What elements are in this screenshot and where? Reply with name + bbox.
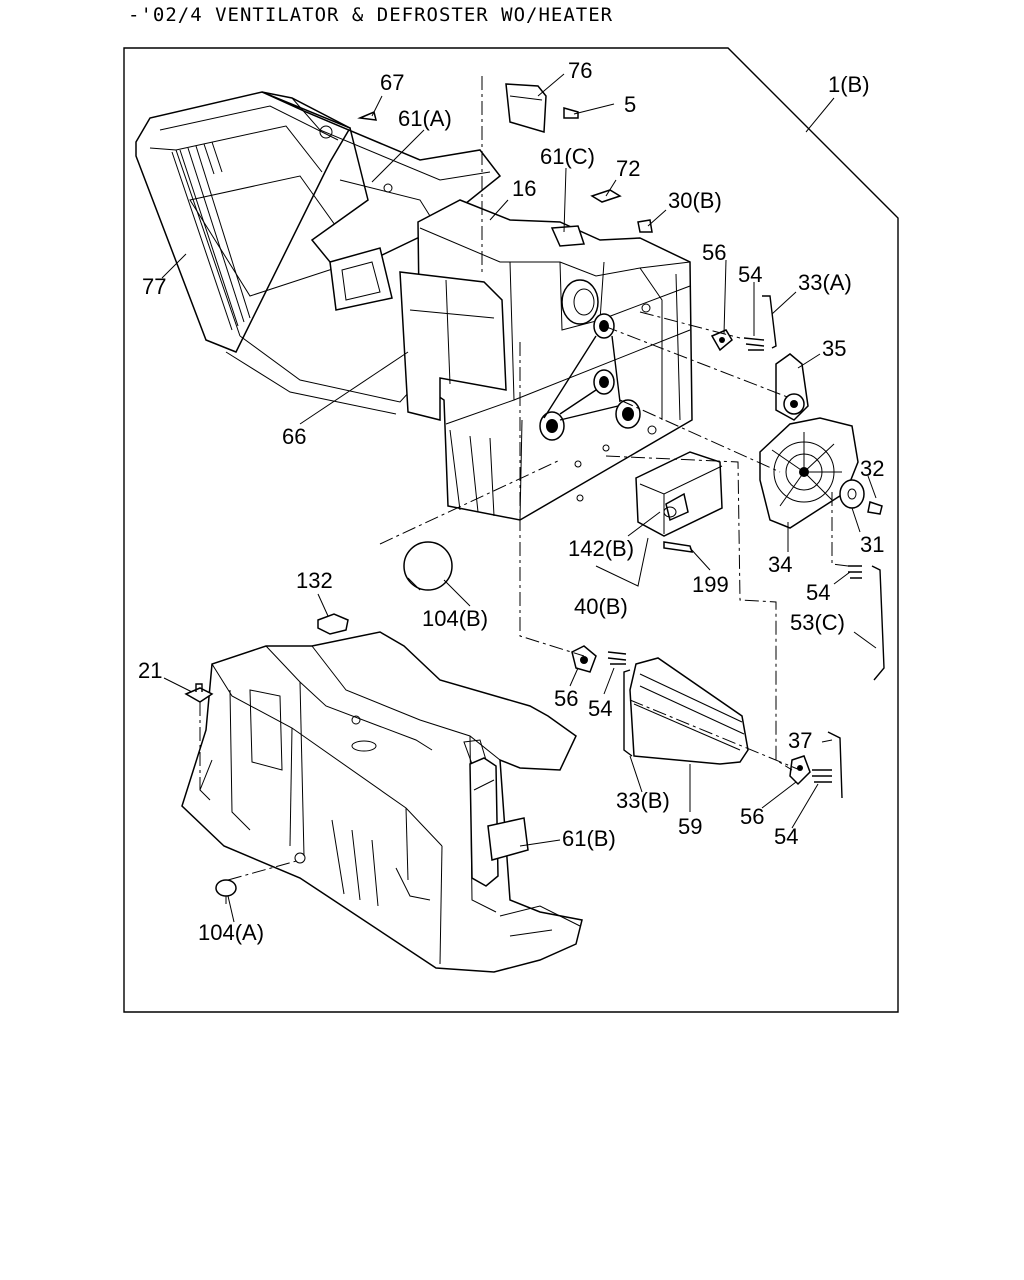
part-77-filter-frame (135, 91, 421, 415)
part-199-screw (663, 541, 694, 553)
callout-34: 34 (768, 552, 792, 577)
part-54-spring-upper (743, 337, 765, 351)
callout-30b: 30(B) (668, 188, 722, 213)
callout-40b: 40(B) (574, 594, 628, 619)
callout-54c: 54 (588, 696, 612, 721)
callout-21: 21 (138, 658, 162, 683)
leader-lines (161, 73, 877, 923)
callout-61c: 61(C) (540, 144, 595, 169)
callout-142b: 142(B) (568, 536, 634, 561)
part-33a-rod (762, 295, 777, 349)
callout-59: 59 (678, 814, 702, 839)
callout-67: 67 (380, 70, 404, 95)
callout-56b: 56 (554, 686, 578, 711)
callout-66: 66 (282, 424, 306, 449)
part-30b-screw (637, 219, 653, 233)
callout-61a: 61(A) (398, 106, 452, 131)
callout-32: 32 (860, 456, 884, 481)
part-54-spring-lower (812, 769, 832, 783)
callout-37: 37 (788, 728, 812, 753)
part-53c-rod (871, 565, 885, 681)
callout-16: 16 (512, 176, 536, 201)
alignment-lines (199, 76, 849, 881)
callout-199: 199 (692, 572, 729, 597)
part-37-rod (827, 731, 843, 799)
part-34-cam (759, 417, 859, 529)
part-21-nut (184, 683, 214, 703)
callout-31: 31 (860, 532, 884, 557)
part-lower-case (181, 631, 583, 973)
callout-56c: 56 (740, 804, 764, 829)
part-56-clip-upper (710, 329, 733, 352)
callout-5: 5 (624, 92, 636, 117)
callout-76: 76 (568, 58, 592, 83)
part-76-bracket (505, 83, 547, 133)
callout-1b: 1(B) (828, 72, 870, 97)
part-132-clip (317, 613, 349, 635)
callout-35: 35 (822, 336, 846, 361)
callout-53c: 53(C) (790, 610, 845, 635)
part-33b-rod (623, 669, 633, 757)
part-32-screw (867, 501, 883, 515)
part-67-clip (357, 110, 377, 121)
callout-56a: 56 (702, 240, 726, 265)
part-66-damper-plate (399, 271, 507, 421)
part-59-door (629, 657, 749, 765)
part-56-clip-middle (571, 645, 597, 673)
part-31-knob (839, 479, 865, 509)
callout-54b: 54 (806, 580, 830, 605)
part-5-screw (563, 107, 579, 119)
callout-104b: 104(B) (422, 606, 488, 631)
callout-labels: 1(B) 76 5 67 61(A) 61(C) 72 16 30(B) 77 … (138, 58, 884, 945)
callout-72: 72 (616, 156, 640, 181)
callout-33a: 33(A) (798, 270, 852, 295)
part-104a-plug (215, 879, 237, 904)
callout-77: 77 (142, 274, 166, 299)
callout-54d: 54 (774, 824, 798, 849)
part-54-spring-right (848, 565, 862, 579)
callout-33b: 33(B) (616, 788, 670, 813)
diagram-frame (123, 47, 899, 1013)
part-61c-bracket (550, 225, 586, 247)
part-104b-cap (403, 541, 453, 591)
callout-104a: 104(A) (198, 920, 264, 945)
part-35-lever (775, 353, 809, 421)
callout-61b: 61(B) (562, 826, 616, 851)
part-54-spring-middle (607, 651, 627, 665)
callout-54a: 54 (738, 262, 762, 287)
part-142b-actuator (635, 451, 723, 537)
page-title: -'02/4 VENTILATOR & DEFROSTER WO/HEATER (128, 4, 614, 26)
callout-132: 132 (296, 568, 333, 593)
